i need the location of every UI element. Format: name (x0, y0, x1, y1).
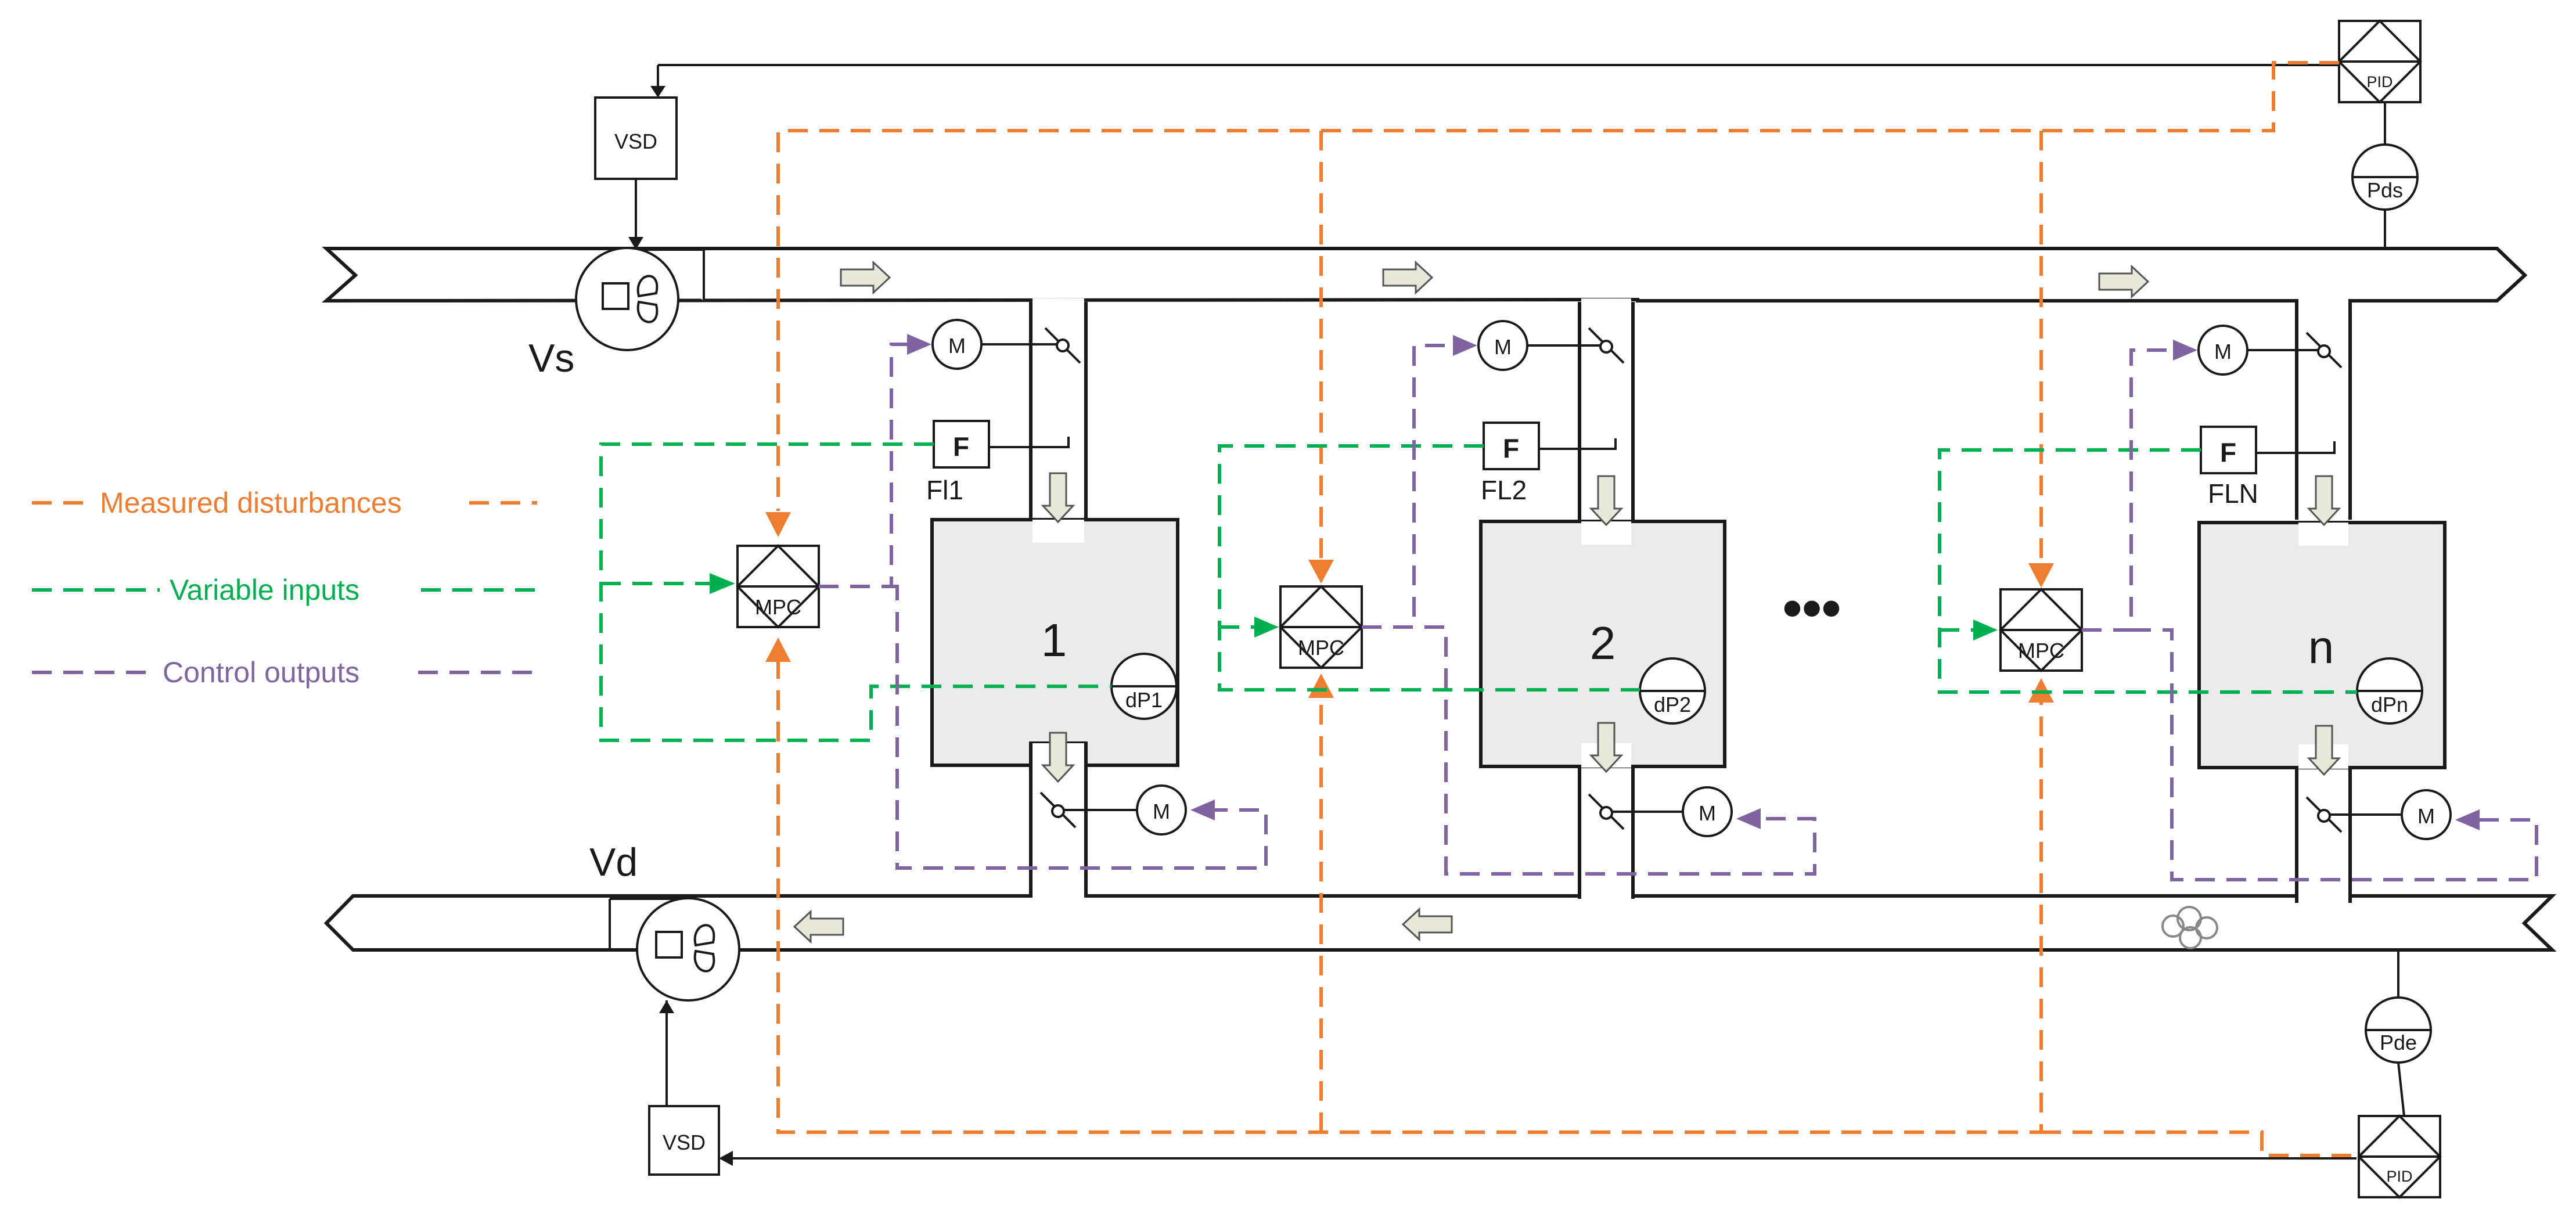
motor-top-2-label: M (1494, 335, 1512, 359)
exhaust-pressure-label: Pde (2380, 1031, 2417, 1054)
motor-top-1-label: M (948, 334, 966, 358)
mpc-n-label: MPC (2018, 639, 2064, 662)
exhaust-vsd-box (648, 1105, 720, 1176)
room-n-label: n (2308, 621, 2334, 673)
exhaust-fan: Vd (589, 840, 740, 1002)
exhaust-vsd-label: VSD (663, 1130, 706, 1154)
flow-2-label: FL2 (1481, 475, 1527, 505)
mpc-1-label: MPC (755, 595, 801, 619)
exhaust-pid: PID (2357, 1114, 2442, 1199)
mpc-2-label: MPC (1298, 636, 1344, 660)
legend: Measured disturbances Variable inputs Co… (32, 487, 537, 689)
zone-1-controls: MPC F Fl1 M M dP1 (599, 319, 1268, 870)
supply-vsd-box (594, 96, 678, 180)
supply-fan: Vs (528, 247, 705, 380)
zone-2-controls: MPC F FL2 M M dP2 (1218, 320, 1816, 876)
fan-icon (636, 897, 740, 1002)
mpc-controller-n: MPC (1999, 588, 2084, 672)
supply-pid-label: PID (2366, 73, 2392, 91)
dp-2-label: dP2 (1654, 693, 1691, 716)
supply-vsd-label: VSD (614, 129, 657, 153)
flow-sensor-n-symbol: F (2220, 437, 2236, 467)
exhaust-pid-label: PID (2386, 1168, 2412, 1185)
supply-fan-label: Vs (528, 336, 574, 380)
exhaust-fan-label: Vd (589, 840, 638, 884)
cloud-icon (2161, 906, 2218, 949)
dp-1-label: dP1 (1125, 688, 1163, 712)
measured-disturbance-lines (765, 61, 2359, 1157)
room-2-label: 2 (1590, 617, 1616, 669)
flow-n-label: FLN (2208, 478, 2258, 509)
flow-sensor-2 (1483, 422, 1540, 470)
room-1: 1 (930, 518, 1179, 767)
flow-1-label: Fl1 (926, 475, 963, 505)
motor-bottom-1-label: M (1153, 800, 1170, 823)
supply-pid: PID (2337, 19, 2422, 104)
flow-sensor-2-symbol: F (1503, 433, 1519, 463)
room-1-label: 1 (1041, 614, 1067, 666)
flow-sensor-1-symbol: F (953, 431, 969, 462)
zone-branches (1029, 298, 2352, 903)
mpc-controller-1: MPC (736, 544, 821, 629)
legend-control-outputs: Control outputs (163, 656, 359, 689)
dp-n-label: dPn (2371, 693, 2408, 716)
supply-pressure-label: Pds (2367, 178, 2403, 202)
motor-top-n-label: M (2214, 340, 2232, 363)
legend-measured-disturbances: Measured disturbances (100, 487, 402, 519)
motor-bottom-2-label: M (1699, 801, 1716, 825)
motor-bottom-n-label: M (2417, 804, 2435, 828)
zone-n-controls: MPC F FLN M M dPn (1938, 325, 2538, 881)
legend-variable-inputs: Variable inputs (170, 574, 359, 606)
mpc-controller-2: MPC (1279, 585, 1363, 669)
exhaust-pressure-sensor: Pde (2365, 996, 2432, 1064)
ellipsis: ••• (1783, 577, 1841, 639)
supply-pressure-sensor: Pds (2351, 143, 2419, 211)
